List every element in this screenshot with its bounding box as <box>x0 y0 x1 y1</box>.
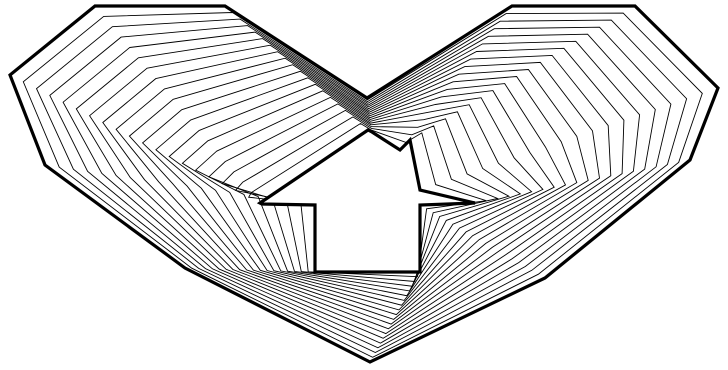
morph-diagram <box>0 0 728 370</box>
